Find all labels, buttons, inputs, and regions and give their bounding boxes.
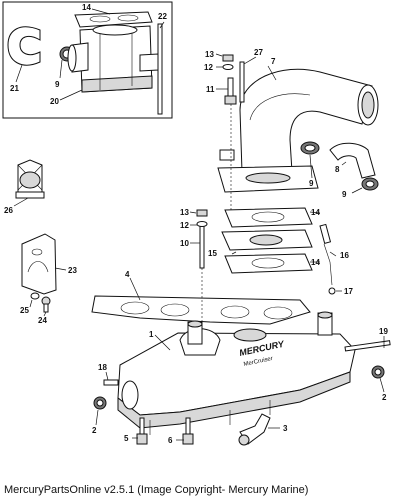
washer-12-lower[interactable]: [196, 221, 208, 227]
drain-plug-2-right[interactable]: [371, 365, 385, 379]
callout-8: 8: [335, 165, 340, 174]
stud-10[interactable]: [199, 225, 205, 269]
callout-2-right: 2: [382, 393, 387, 402]
gasket-14-lower[interactable]: [224, 253, 313, 274]
bolt-5[interactable]: [136, 417, 148, 445]
callout-5: 5: [124, 434, 129, 443]
callout-12-upper: 12: [204, 63, 213, 72]
callout-23: 23: [68, 266, 77, 275]
manifold-gasket-4[interactable]: [91, 295, 311, 325]
hose-8[interactable]: [329, 142, 376, 179]
spacer-15[interactable]: [221, 229, 313, 251]
sensor-16[interactable]: [319, 223, 333, 286]
callout-13-upper: 13: [205, 50, 214, 59]
plug-18[interactable]: [103, 379, 119, 386]
callout-25: 25: [20, 306, 29, 315]
bolt-6[interactable]: [182, 417, 194, 445]
exhaust-elbow-7[interactable]: [217, 68, 379, 193]
callout-24: 24: [38, 316, 47, 325]
callout-7: 7: [271, 57, 276, 66]
clamp-17[interactable]: [328, 287, 336, 295]
callout-22: 22: [158, 12, 167, 21]
washer-25[interactable]: [30, 292, 40, 300]
callout-14-inset: 14: [82, 3, 91, 12]
callout-19: 19: [379, 327, 388, 336]
washer-12-upper[interactable]: [222, 64, 234, 70]
callout-6: 6: [168, 436, 173, 445]
callout-9-upper: 9: [309, 179, 314, 188]
nut-13-lower[interactable]: [196, 209, 208, 217]
callout-9-inset: 9: [55, 80, 60, 89]
callout-13-lower: 13: [180, 208, 189, 217]
stud-22[interactable]: [157, 23, 163, 115]
callout-14-lower: 14: [311, 258, 320, 267]
screw-24[interactable]: [41, 296, 51, 313]
callout-18: 18: [98, 363, 107, 372]
callout-15: 15: [208, 249, 217, 258]
stud-27[interactable]: [239, 61, 245, 103]
stud-19[interactable]: [344, 340, 391, 352]
gasket-14-inset[interactable]: [74, 11, 153, 28]
footer-caption: MercuryPartsOnline v2.5.1 (Image Copyrig…: [4, 484, 309, 496]
gasket-14-upper[interactable]: [224, 207, 313, 228]
clamp-9-upper[interactable]: [300, 141, 320, 155]
callout-21: 21: [10, 84, 19, 93]
drain-plug-2-left[interactable]: [93, 396, 107, 410]
callout-17: 17: [344, 287, 353, 296]
callout-27: 27: [254, 48, 263, 57]
callout-14-upper: 14: [311, 208, 320, 217]
bolt-11[interactable]: [224, 77, 237, 105]
elbow-fitting-3[interactable]: [238, 413, 271, 446]
exhaust-manifold-1[interactable]: [117, 311, 356, 435]
hose-21[interactable]: [7, 26, 41, 66]
inset-frame: [2, 1, 173, 119]
callout-9-lower: 9: [342, 190, 347, 199]
callout-2-left: 2: [92, 426, 97, 435]
nut-13-upper[interactable]: [222, 54, 234, 62]
callout-16: 16: [340, 251, 349, 260]
callout-3: 3: [283, 424, 288, 433]
restrictor-26[interactable]: [15, 159, 45, 199]
riser-20[interactable]: [67, 24, 159, 93]
callout-1: 1: [149, 330, 154, 339]
callout-12-lower: 12: [180, 221, 189, 230]
callout-4: 4: [125, 270, 130, 279]
callout-10: 10: [180, 239, 189, 248]
callout-20: 20: [50, 97, 59, 106]
plate-23[interactable]: [21, 233, 57, 295]
callout-26: 26: [4, 206, 13, 215]
clamp-9-lower[interactable]: [361, 177, 379, 191]
callout-11: 11: [206, 85, 215, 94]
